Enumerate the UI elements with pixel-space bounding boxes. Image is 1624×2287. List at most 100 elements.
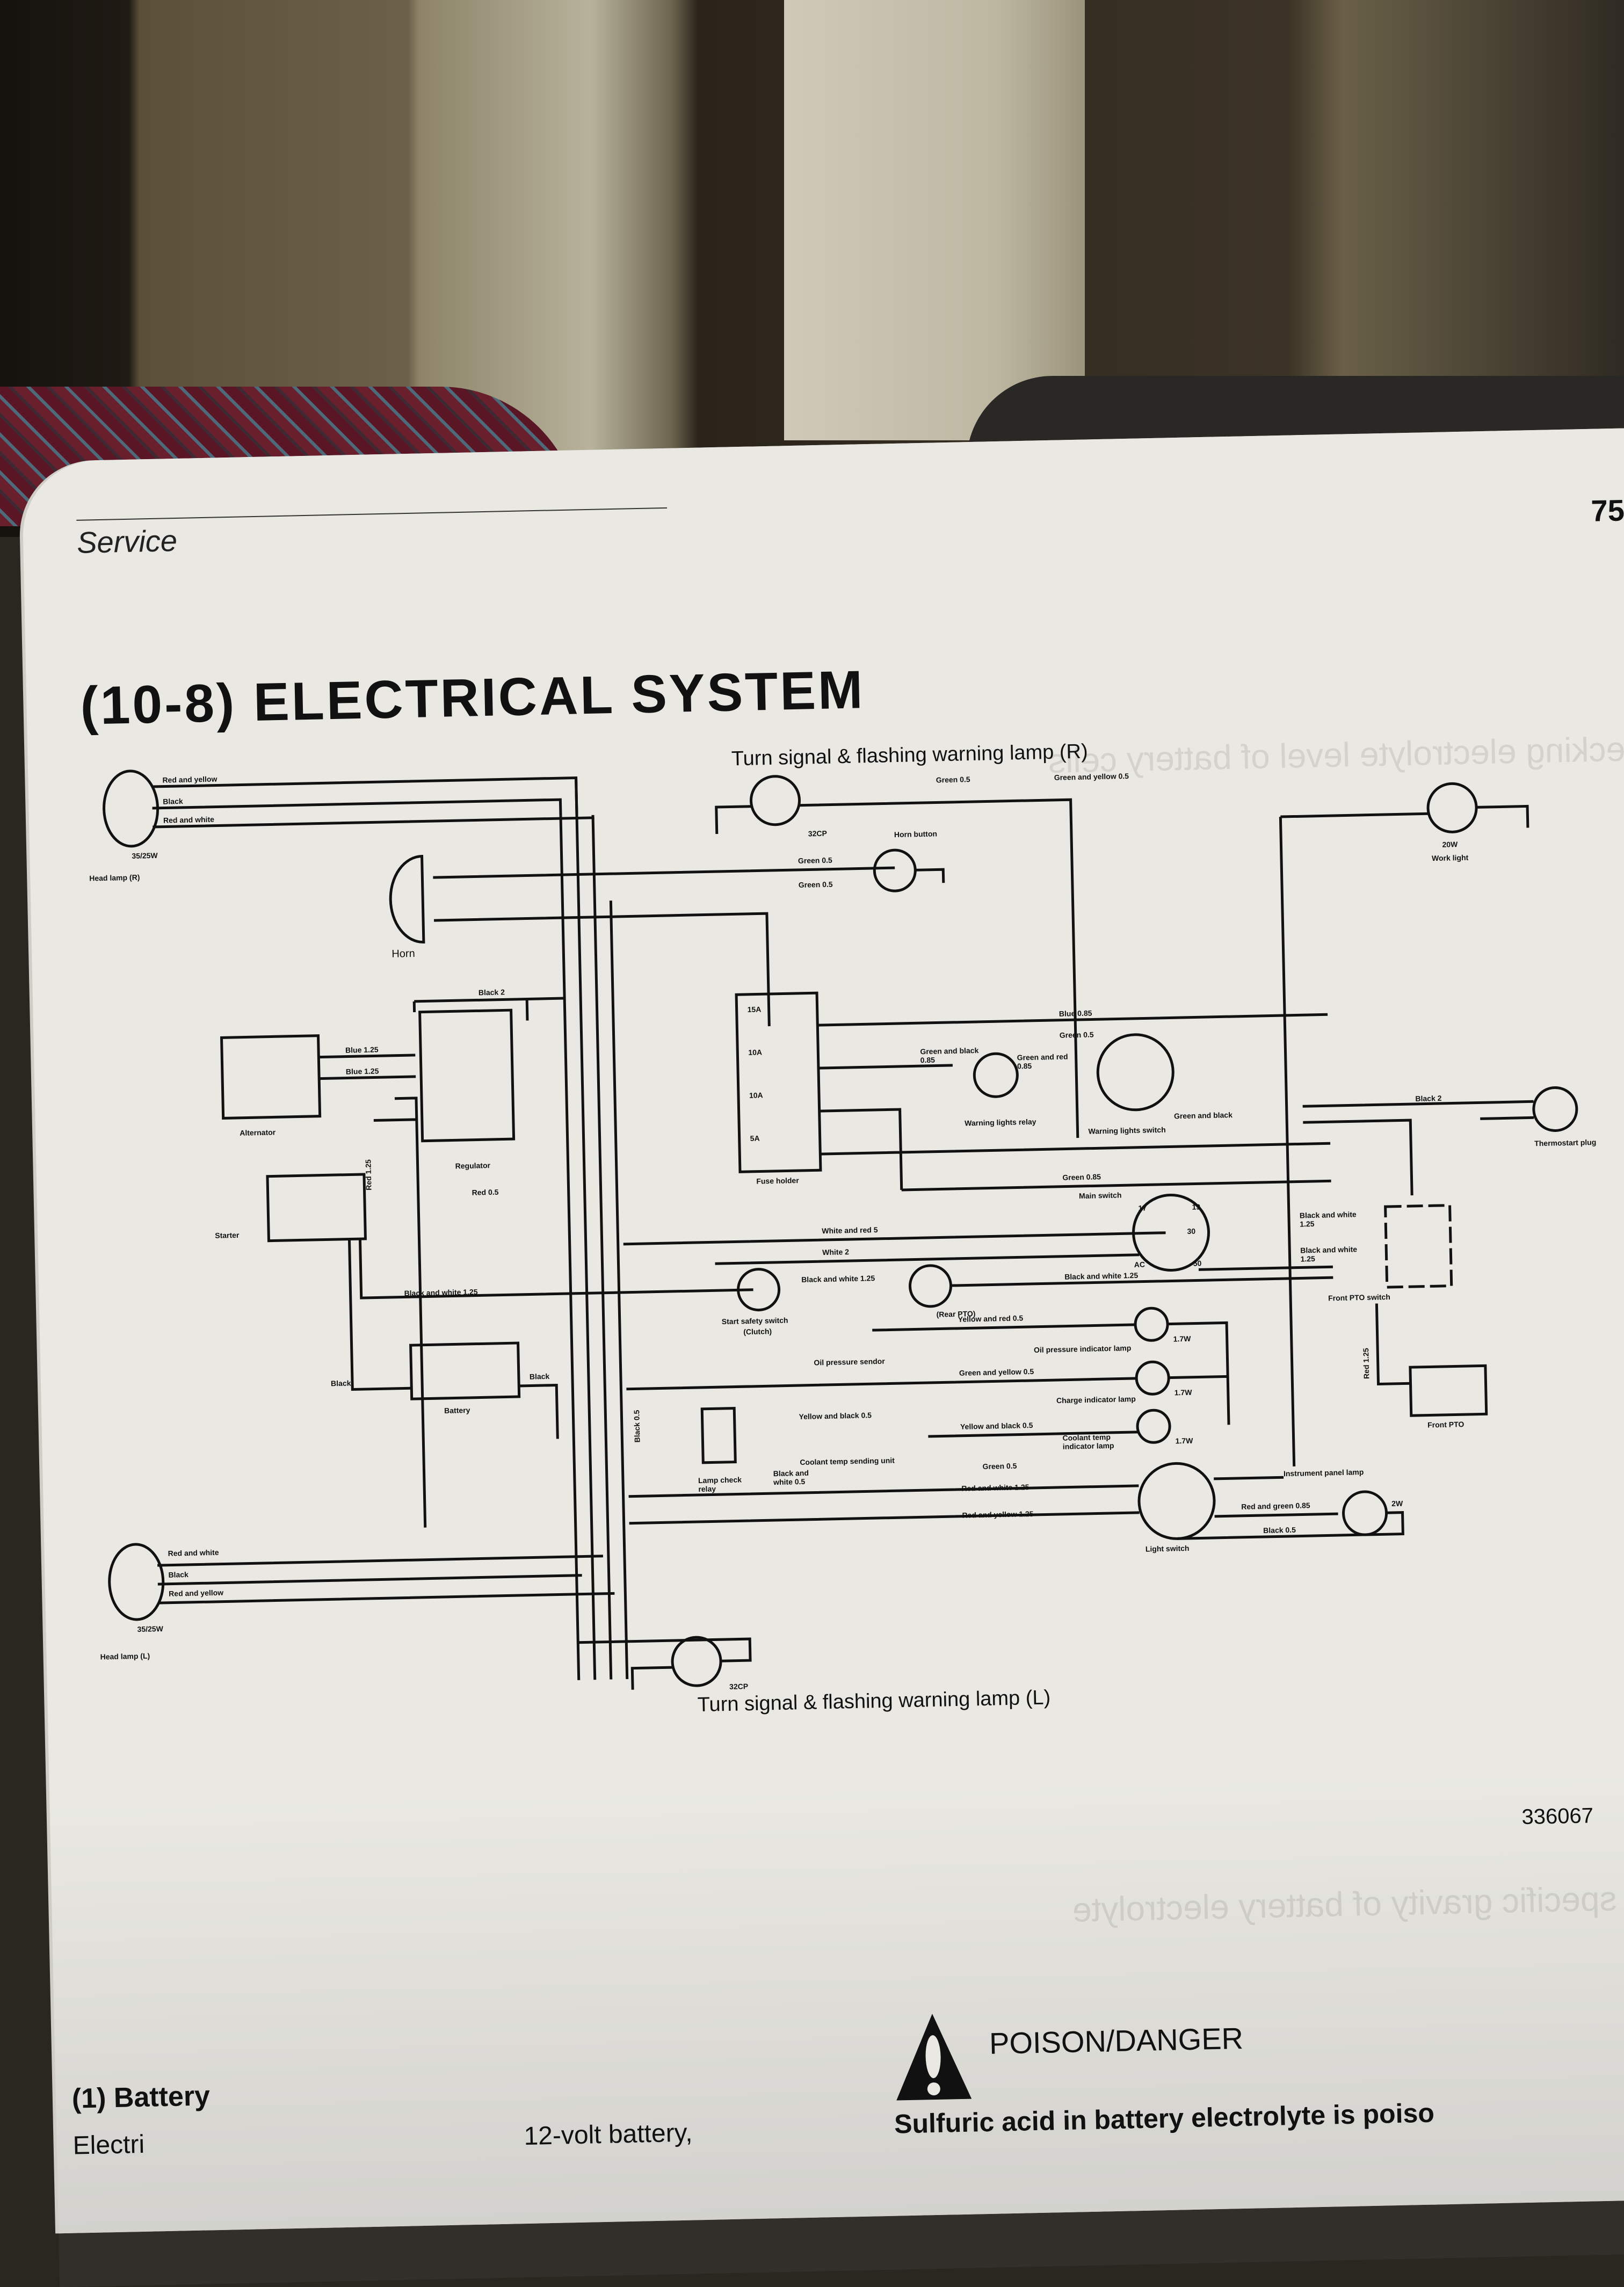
front-pto-switch-label: Front PTO switch — [1328, 1292, 1390, 1303]
wire-label: Green 0.5 — [982, 1461, 1017, 1471]
battery-symbol — [409, 1341, 521, 1400]
wire-label: Green and yellow 0.5 — [959, 1367, 1034, 1377]
wire-label: Green 0.5 — [1059, 1030, 1094, 1040]
starter-label: Starter — [215, 1230, 240, 1240]
terminal-label: 50 — [1193, 1259, 1202, 1268]
battery-heading: (1) Battery — [71, 2080, 211, 2115]
turn-lamp-r-symbol — [750, 775, 801, 826]
wire-label: Green and black — [1173, 1110, 1233, 1121]
front-pto-switch-symbol — [1384, 1204, 1453, 1289]
wire-label: Green 0.5 — [798, 880, 833, 889]
wire-label: Black — [529, 1371, 550, 1381]
front-pto-label: Front PTO — [1427, 1420, 1465, 1429]
lamp-check-relay-label: Lamp check relay — [698, 1475, 742, 1494]
wire-label: Red and green 0.85 — [1241, 1501, 1310, 1511]
start-safety-switch-label: Start safety switch — [721, 1316, 788, 1326]
fuse-10a-label: 10A — [749, 1091, 763, 1100]
charge-lamp-symbol — [1135, 1360, 1170, 1396]
fuse-15a-label: 15A — [747, 1005, 762, 1014]
head-lamp-l-label: Head lamp (L) — [100, 1651, 150, 1661]
wiring-lines — [103, 769, 1578, 1690]
running-header: Service — [76, 523, 178, 560]
figure-number: 336067 — [1521, 1804, 1594, 1829]
wire-label: Blue 1.25 — [345, 1066, 379, 1076]
wire-label: Red and white 1.25 — [961, 1483, 1030, 1493]
wire-label: Yellow and red 0.5 — [958, 1313, 1024, 1324]
head-lamp-l-rating: 35/25W — [137, 1624, 163, 1633]
wire-label: Green 0.5 — [936, 775, 970, 785]
wire-label: Green and black 0.85 — [920, 1046, 979, 1065]
light-switch-symbol — [1137, 1462, 1216, 1540]
wire-label: Black and white 1.25 — [1300, 1245, 1358, 1264]
start-safety-switch-sub: (Clutch) — [743, 1327, 772, 1337]
wire-label: Black and white 0.5 — [773, 1468, 809, 1487]
wire-label: Green 0.5 — [798, 855, 832, 865]
wire-label: Green and yellow 0.5 — [1054, 771, 1129, 782]
head-lamp-r-rating: 35/25W — [132, 851, 158, 860]
thermostart-plug-symbol — [1532, 1086, 1578, 1132]
wire-label: White 2 — [822, 1247, 850, 1257]
wire-label: Black — [163, 796, 183, 806]
regulator-symbol — [418, 1008, 516, 1143]
wire-label: Red 0.5 — [472, 1187, 499, 1197]
light-switch-label: Light switch — [1145, 1543, 1190, 1553]
work-light-label: Work light — [1431, 853, 1469, 863]
wire-label: Black 0.5 — [1263, 1525, 1296, 1535]
work-light-symbol — [1426, 782, 1478, 833]
fuse-10a-label: 10A — [748, 1048, 763, 1057]
battery-volt-text: 12-volt battery, — [523, 2118, 693, 2151]
wire-label: Black 0.5 — [632, 1410, 642, 1443]
wire-label: Red and yellow 1.25 — [962, 1509, 1034, 1520]
warning-relay-label: Warning lights relay — [965, 1117, 1036, 1128]
warning-triangle-icon — [896, 2014, 972, 2101]
wire-label: Black and white 1.25 — [1299, 1210, 1357, 1229]
wiring-diagram: Turn signal & flashing warning lamp (R) … — [86, 707, 1624, 1770]
turn-lamp-r-rating: 32CP — [808, 829, 828, 838]
horn-button-symbol — [873, 848, 917, 892]
poison-danger-title: POISON/DANGER — [989, 2021, 1244, 2060]
horn-label: Horn — [392, 947, 415, 960]
lamp-check-relay-symbol — [700, 1407, 737, 1464]
wire-label: Green and red 0.85 — [1017, 1052, 1068, 1071]
start-safety-switch-symbol — [737, 1268, 781, 1312]
wire-label: Black 2 — [1415, 1093, 1442, 1103]
header-rule — [76, 507, 668, 521]
main-switch-label: Main switch — [1078, 1190, 1122, 1201]
wire-label: Black and white 1.25 — [801, 1274, 875, 1284]
instrument-lamp-label: Instrument panel lamp — [1283, 1468, 1364, 1478]
turn-lamp-l-rating: 32CP — [729, 1682, 749, 1691]
terminal-label: 19 — [1192, 1202, 1201, 1211]
work-light-rating: 20W — [1442, 840, 1458, 849]
wire-label: Red 1.25 — [364, 1159, 373, 1190]
wire-label: Black — [168, 1570, 189, 1579]
wire-label: Blue 0.85 — [1058, 1008, 1092, 1018]
warning-relay-symbol — [973, 1052, 1019, 1098]
horn-button-label: Horn button — [894, 829, 938, 839]
lamp-rating: 1.7W — [1173, 1334, 1191, 1344]
page-number: 75 — [1590, 493, 1624, 528]
warning-switch-symbol — [1096, 1033, 1175, 1112]
oil-sendor-label: Oil pressure sendor — [814, 1356, 885, 1367]
rear-pto-symbol — [909, 1264, 953, 1308]
head-lamp-r-label: Head lamp (R) — [89, 873, 140, 883]
alternator-label: Alternator — [240, 1128, 276, 1137]
wire-label: White and red 5 — [822, 1225, 878, 1236]
terminal-label: 30 — [1187, 1226, 1196, 1236]
wire-label: Black and white 1.25 — [1064, 1270, 1139, 1281]
front-pto-symbol — [1409, 1364, 1488, 1417]
alternator-symbol — [220, 1034, 322, 1120]
oil-pressure-lamp-symbol — [1134, 1306, 1169, 1342]
wire-label: Red and white — [163, 815, 215, 825]
manual-page: checking electrolyte level of battery ce… — [21, 427, 1624, 2287]
warning-switch-label: Warning lights switch — [1088, 1125, 1166, 1136]
wire-label: Red and yellow — [162, 774, 218, 785]
battery-label: Battery — [444, 1405, 470, 1415]
wire-label: Yellow and black 0.5 — [799, 1411, 872, 1421]
fuse-holder-label: Fuse holder — [756, 1175, 799, 1186]
fuse-5a-label: 5A — [750, 1134, 760, 1143]
fuse-holder-symbol — [735, 991, 822, 1173]
charge-lamp-label: Charge indicator lamp — [1056, 1394, 1136, 1405]
wire-label: Red and yellow — [169, 1588, 224, 1598]
terminal-label: AC — [1134, 1260, 1146, 1269]
horn-symbol — [389, 854, 425, 944]
